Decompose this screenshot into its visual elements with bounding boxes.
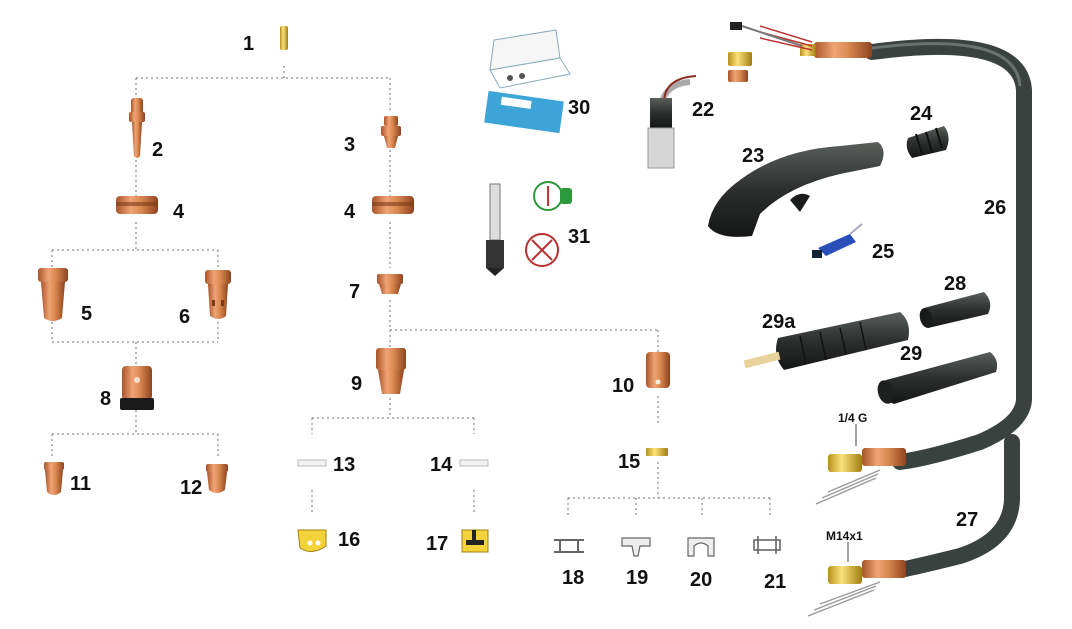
part-16-guide: [297, 529, 327, 552]
part-29a-connector-body: [743, 312, 909, 370]
part-17-guide: [461, 529, 489, 553]
label-2: 2: [152, 139, 163, 161]
label-23: 23: [742, 145, 764, 167]
part-7-tip: [377, 274, 403, 294]
label-9: 9: [351, 373, 362, 395]
label-8: 8: [100, 388, 111, 410]
part-21-guide: [753, 536, 781, 554]
label-27: 27: [956, 509, 978, 531]
label-31: 31: [568, 226, 590, 248]
part-10-nozzle-body: [646, 352, 670, 388]
label-29: 29: [900, 343, 922, 365]
part-23-torch-handle: [708, 142, 884, 237]
label-10: 10: [612, 375, 634, 397]
part-2-electrode: [129, 98, 145, 158]
label-29a: 29a: [762, 311, 796, 333]
part-29-connector-sleeve: [877, 352, 998, 404]
part-28-sleeve: [919, 292, 991, 328]
label-30: 30: [568, 97, 590, 119]
label-6: 6: [179, 306, 190, 328]
label-7: 7: [349, 281, 360, 303]
label-12: 12: [180, 477, 202, 499]
part-1-electrode-pin: [280, 26, 288, 50]
label-20: 20: [690, 569, 712, 591]
label-16: 16: [338, 529, 360, 551]
part-12-tip: [206, 464, 228, 493]
part-15-brass-insert: [646, 448, 668, 456]
not-ok-badge-icon: [525, 233, 559, 267]
part-19-guide: [621, 537, 651, 557]
part-3-electrode-short: [381, 116, 401, 148]
part-13-spacer: [297, 459, 327, 467]
part-4-swirl-ring-left: [116, 196, 158, 214]
label-26: 26: [984, 197, 1006, 219]
ok-badge-icon: [533, 181, 572, 211]
part-6-nozzle-slotted: [205, 270, 231, 319]
part-8-shield-cup: [120, 366, 154, 410]
label-5: 5: [81, 303, 92, 325]
label-17: 17: [426, 533, 448, 555]
part-22-torch-head: [647, 52, 752, 169]
part-30-box-set: [484, 29, 571, 134]
part-25-trigger-switch: [812, 223, 863, 258]
label-3: 3: [344, 134, 355, 156]
thread-label-m14: M14x1: [826, 529, 863, 543]
label-24: 24: [910, 103, 933, 125]
part-14-spacer: [459, 459, 489, 467]
label-25: 25: [872, 241, 894, 263]
thread-label-quarter-g: 1/4 G: [838, 411, 867, 425]
label-11: 11: [70, 473, 91, 495]
part-24-grip-sleeve: [906, 126, 949, 158]
part-26-hose-package: [730, 22, 1032, 505]
label-21: 21: [764, 571, 786, 593]
label-14: 14: [430, 454, 453, 476]
part-9-nozzle-body: [376, 348, 406, 394]
part-31-electrode-gauge: [486, 183, 504, 276]
label-28: 28: [944, 273, 966, 295]
label-19: 19: [626, 567, 648, 589]
label-1: 1: [243, 33, 254, 55]
label-15: 15: [618, 451, 640, 473]
label-4-right: 4: [344, 201, 356, 223]
part-11-tip: [44, 462, 64, 495]
label-13: 13: [333, 454, 355, 476]
part-27-hose-package: [807, 434, 1020, 617]
part-4-swirl-ring-right: [372, 196, 414, 214]
part-18-guide: [554, 539, 584, 553]
connector-lines: [51, 66, 771, 518]
part-5-nozzle: [38, 268, 68, 321]
part-20-guide: [687, 537, 715, 557]
label-4-left: 4: [173, 201, 185, 223]
label-22: 22: [692, 99, 714, 121]
label-18: 18: [562, 567, 584, 589]
